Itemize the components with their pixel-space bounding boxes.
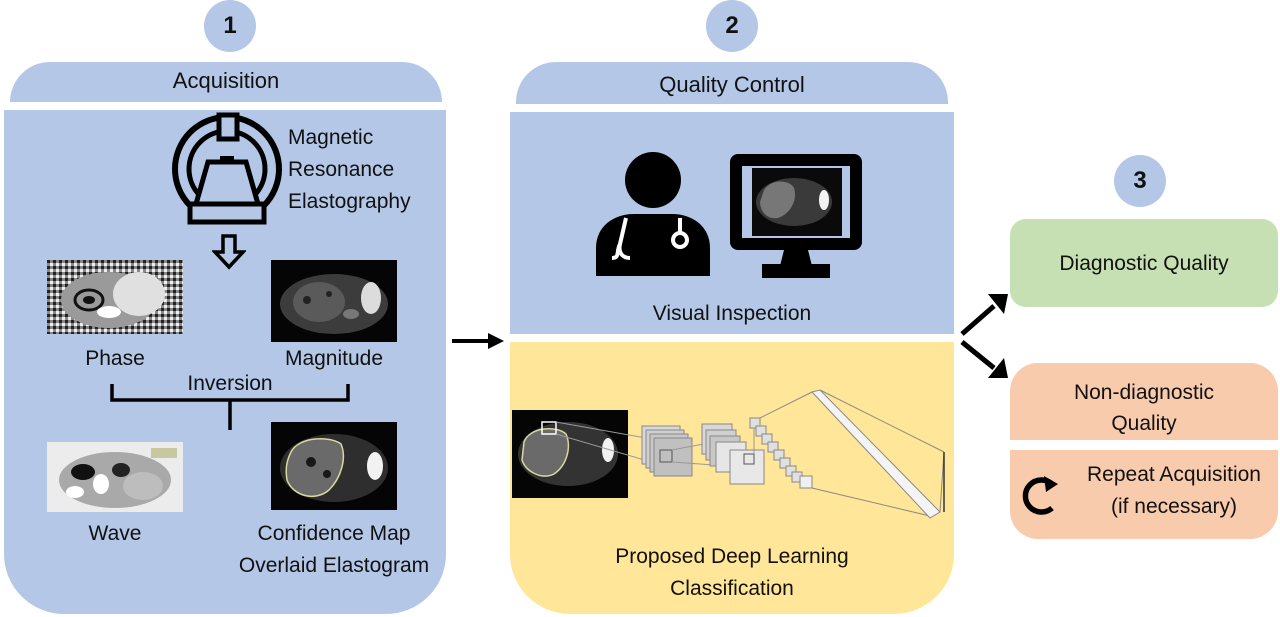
magnitude-label: Magnitude bbox=[284, 347, 384, 370]
step-2-badge: 2 bbox=[706, 0, 758, 52]
phase-label: Phase bbox=[85, 347, 145, 370]
wave-label: Wave bbox=[88, 522, 142, 545]
deep-learning-label-line1: Proposed Deep Learning bbox=[615, 545, 849, 568]
monitor-icon bbox=[730, 154, 862, 278]
deep-learning-label-line2: Classification bbox=[670, 577, 794, 600]
diagnostic-quality-box bbox=[1010, 219, 1278, 307]
doctor-icon bbox=[596, 152, 710, 276]
inversion-label: Inversion bbox=[187, 372, 273, 395]
visual-inspection-label: Visual Inspection bbox=[652, 302, 812, 325]
diagnostic-quality-label: Diagnostic Quality bbox=[1059, 252, 1229, 275]
quality-control-header bbox=[516, 62, 948, 104]
branch-arrows-icon bbox=[960, 294, 1008, 378]
repeat-acquisition-box bbox=[1010, 450, 1278, 539]
non-diagnostic-box bbox=[1010, 363, 1278, 440]
cnn-architecture-diagram bbox=[512, 389, 945, 519]
confidence-label-line1: Confidence Map bbox=[257, 522, 411, 545]
non-diagnostic-label-line1: Non-diagnostic bbox=[1073, 381, 1215, 404]
confidence-label-line2: Overlaid Elastogram bbox=[238, 554, 430, 577]
acquisition-title: Acquisition bbox=[172, 68, 280, 93]
mre-label-line2: Resonance bbox=[288, 158, 395, 181]
right-arrow-icon bbox=[452, 333, 504, 349]
quality-control-title: Quality Control bbox=[659, 72, 805, 97]
down-arrow-icon bbox=[212, 234, 246, 270]
repeat-label-line1: Repeat Acquisition bbox=[1087, 463, 1261, 486]
step-1-badge: 1 bbox=[204, 0, 256, 52]
wave-image bbox=[47, 442, 183, 512]
phase-image bbox=[47, 260, 183, 334]
confidence-map-image bbox=[271, 422, 397, 510]
mre-label-line1: Magnetic bbox=[288, 126, 374, 149]
repeat-label-line2: (if necessary) bbox=[1110, 495, 1238, 518]
magnitude-image bbox=[271, 260, 397, 342]
step-3-badge: 3 bbox=[1114, 155, 1166, 207]
mri-scanner-icon bbox=[172, 112, 282, 225]
non-diagnostic-label-line2: Quality bbox=[1111, 412, 1177, 435]
inversion-bracket bbox=[110, 384, 350, 430]
acquisition-header bbox=[10, 62, 442, 102]
mre-label-line3: Elastography bbox=[288, 190, 411, 213]
repeat-icon bbox=[1022, 476, 1058, 515]
